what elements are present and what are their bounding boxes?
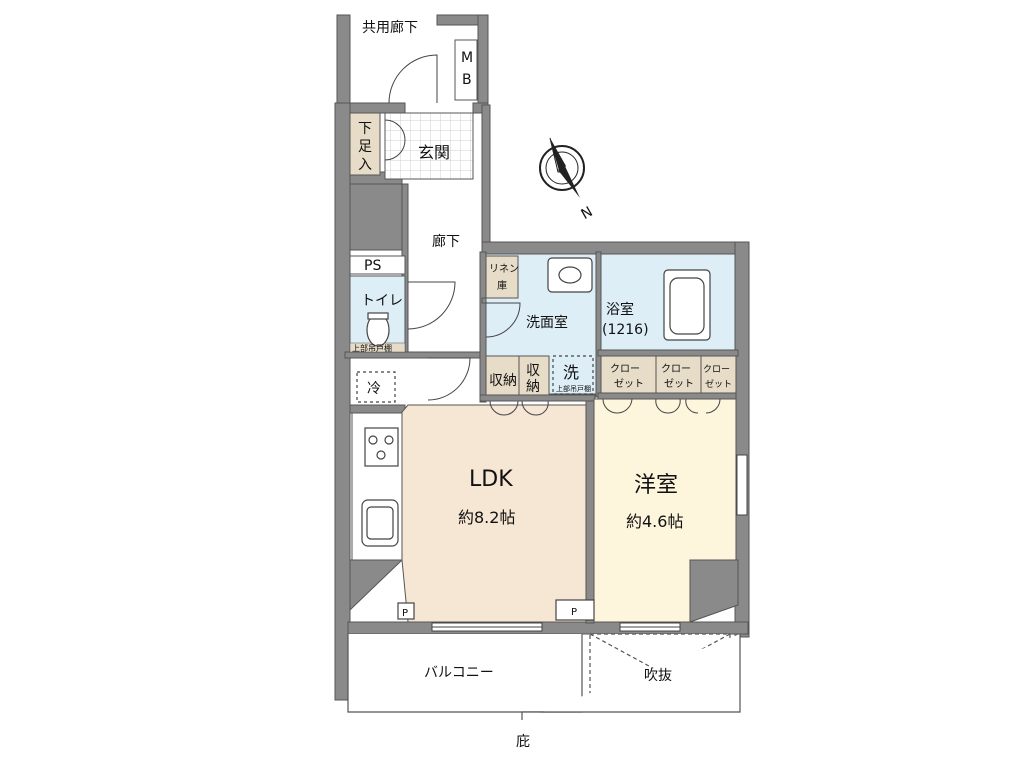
storage-floor-2	[518, 355, 550, 396]
fridge-label: 冷	[367, 381, 381, 397]
entrance-tile	[384, 112, 474, 180]
closet-1-label-a: クロー	[610, 363, 640, 375]
mb-label-m: M	[461, 50, 473, 66]
shoe-box-floor	[349, 112, 381, 176]
toilet-door	[407, 281, 456, 330]
ldk-floor	[401, 404, 587, 623]
windows	[431, 454, 748, 632]
corridor-label: 廊下	[432, 233, 460, 250]
room-labels: 共用廊下 M B 下 足 入 玄関 廊下 PS リネン 庫 トイレ 上部吊戸棚 …	[352, 19, 732, 750]
toilet-label: トイレ	[361, 293, 403, 309]
closet-3-label-a: クロー	[703, 364, 730, 375]
p-box-western	[555, 599, 595, 621]
void-label: 吹抜	[644, 668, 672, 684]
ldk-door	[427, 357, 471, 401]
storage-1-label: 収納	[489, 373, 517, 389]
linen-label-1: リネン	[489, 263, 519, 275]
storage-2-label-a: 収	[526, 363, 540, 379]
stove-icon	[364, 427, 399, 467]
fridge-space	[356, 371, 396, 403]
linen-floor	[485, 255, 519, 299]
storage-floor-1	[485, 355, 520, 396]
washer-space	[552, 355, 594, 395]
fixtures	[356, 257, 711, 621]
ps-box	[349, 255, 406, 275]
storage-1-label-a: 収	[489, 373, 503, 389]
closet-2-label-a: クロー	[661, 363, 691, 375]
bathtub-icon	[663, 269, 711, 341]
compass-icon	[539, 137, 585, 198]
p-box-ldk	[397, 602, 415, 620]
mb-label-b: B	[462, 72, 472, 88]
upper-shelf-label: 上部吊戸棚	[352, 343, 392, 353]
eaves-label: 庇	[516, 734, 530, 750]
shoe-box-label-1: 下	[358, 121, 372, 137]
bath-size-label: (1216)	[602, 322, 649, 338]
closet-3-label-b: ゼット	[705, 378, 732, 390]
closet-2-label-b: ゼット	[664, 378, 694, 390]
western-room-label: 洋室	[634, 473, 678, 498]
balcony-area	[347, 633, 741, 720]
western-size-label: 約4.6帖	[626, 512, 683, 531]
balcony-label: バルコニー	[424, 665, 494, 681]
washroom-label: 洗面室	[526, 314, 568, 331]
washer-label: 洗	[563, 363, 579, 382]
shoe-box-label-3: 入	[358, 157, 372, 173]
common-corridor-label: 共用廊下	[362, 19, 418, 36]
storage-doors	[489, 400, 549, 416]
shoe-box-label-2: 足	[358, 139, 372, 155]
p-label-ldk: P	[402, 608, 408, 619]
compass-north-label: N	[579, 204, 596, 223]
closet-floor-2	[655, 355, 702, 394]
front-door	[388, 54, 438, 104]
mb-box	[454, 39, 478, 101]
closet-1-label-b: ゼット	[614, 378, 644, 390]
storage-1-label-b: 納	[503, 373, 517, 389]
closet-floor-1	[600, 355, 657, 394]
doors	[384, 54, 721, 416]
linen-label-2: 庫	[497, 279, 507, 292]
ldk-size-label: 約8.2帖	[458, 508, 515, 527]
entrance-label: 玄関	[418, 143, 450, 162]
p-label-western: P	[571, 607, 577, 618]
kitchen-sink-icon	[361, 499, 399, 547]
storage-2-label-b: 納	[526, 379, 540, 395]
ps-label: PS	[364, 258, 381, 274]
washroom-door	[485, 302, 521, 338]
western-room-floor	[593, 398, 737, 623]
washer-shelf-label: 上部吊戸棚	[556, 384, 591, 393]
ldk-label: LDK	[469, 467, 513, 492]
shoe-box-door	[384, 119, 406, 161]
bath-label: 浴室	[606, 301, 634, 318]
closet-floor-3	[700, 355, 737, 394]
closet-doors	[602, 398, 721, 414]
